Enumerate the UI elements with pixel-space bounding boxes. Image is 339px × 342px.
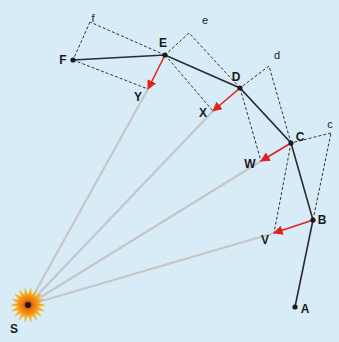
construction-line (73, 22, 90, 60)
force-arrow (213, 88, 240, 111)
construction-line (165, 55, 213, 111)
orbit-point (70, 57, 75, 62)
orbit-point (310, 217, 315, 222)
orbit-point (162, 52, 167, 57)
point-label: D (232, 71, 241, 83)
sun-symbol (11, 288, 45, 321)
sun-rays (28, 89, 274, 305)
orbit-path (73, 55, 313, 307)
force-arrow (274, 220, 313, 233)
point-label: F (59, 54, 66, 66)
point-label: B (318, 214, 327, 226)
point-label: A (301, 303, 310, 315)
force-arrow (261, 143, 291, 161)
extension-line (189, 33, 240, 88)
construction-label: e (202, 15, 208, 26)
construction-line (73, 60, 148, 89)
point-label: W (244, 158, 255, 170)
force-arrow (148, 55, 165, 89)
point-label: C (296, 131, 305, 143)
construction-line (240, 66, 269, 88)
orbit-point (288, 140, 293, 145)
orbit-point (292, 304, 297, 309)
construction-line (165, 33, 189, 55)
extension-line (313, 133, 331, 220)
construction-label: f (91, 13, 94, 24)
force-arrows (148, 55, 313, 233)
orbit-point (237, 85, 242, 90)
sun-centre (25, 302, 31, 308)
construction-label: c (327, 119, 333, 130)
construction-lines (73, 22, 331, 233)
point-label: X (199, 107, 207, 119)
extension-line (90, 22, 165, 55)
point-label: Y (134, 91, 142, 103)
orbit-points (70, 52, 315, 309)
point-label: V (261, 234, 269, 246)
point-label: E (159, 37, 167, 49)
construction-line (274, 143, 291, 233)
point-label: S (10, 323, 18, 335)
construction-label: d (274, 50, 280, 61)
